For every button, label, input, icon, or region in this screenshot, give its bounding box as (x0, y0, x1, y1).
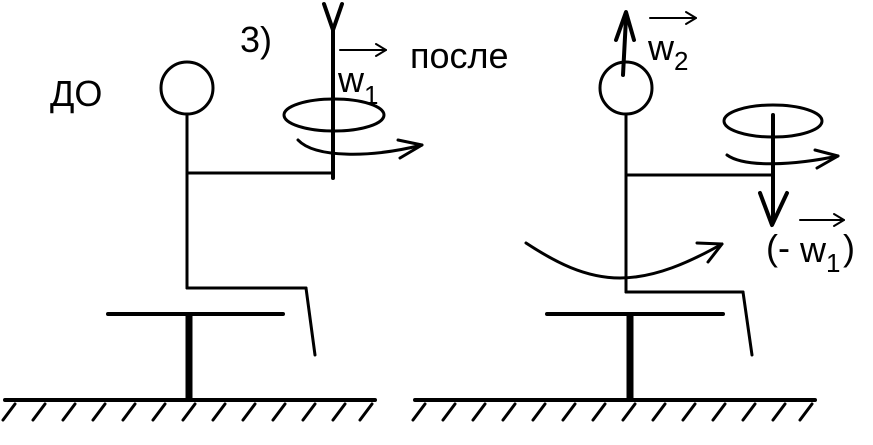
rotation-arrow-right (725, 153, 840, 166)
neg-open: (- (766, 227, 790, 268)
stool-left (106, 312, 285, 402)
w1-label: w 1 (337, 43, 387, 110)
w2-index: 2 (674, 46, 688, 76)
stool-right (545, 312, 725, 402)
neg-letter: w (799, 229, 827, 270)
head-right (598, 60, 654, 116)
w1-letter: w (337, 59, 365, 100)
before-scene: w 1 ДО 3) после (1, 2, 509, 422)
person-left (159, 60, 335, 357)
neg-close: ) (843, 227, 855, 268)
w2-letter: w (647, 27, 675, 68)
number-label: 3) (240, 19, 272, 60)
neg-w1-label: (- w 1 ) (766, 213, 855, 278)
wheel-left (282, 2, 424, 180)
person-right (598, 60, 775, 357)
rotation-arrow-left (296, 138, 424, 156)
ground-right (411, 398, 817, 422)
after-label: после (410, 35, 509, 76)
head-left (159, 60, 215, 116)
neg-index: 1 (826, 248, 840, 278)
ground-left (1, 398, 377, 422)
w1-index: 1 (364, 80, 378, 110)
after-scene: w 2 (- w 1 ) (411, 10, 855, 422)
body-rotation-arrow (524, 241, 724, 280)
w2-vector: w 2 (614, 10, 697, 77)
wheel-right (722, 103, 840, 227)
before-label: ДО (50, 73, 102, 114)
